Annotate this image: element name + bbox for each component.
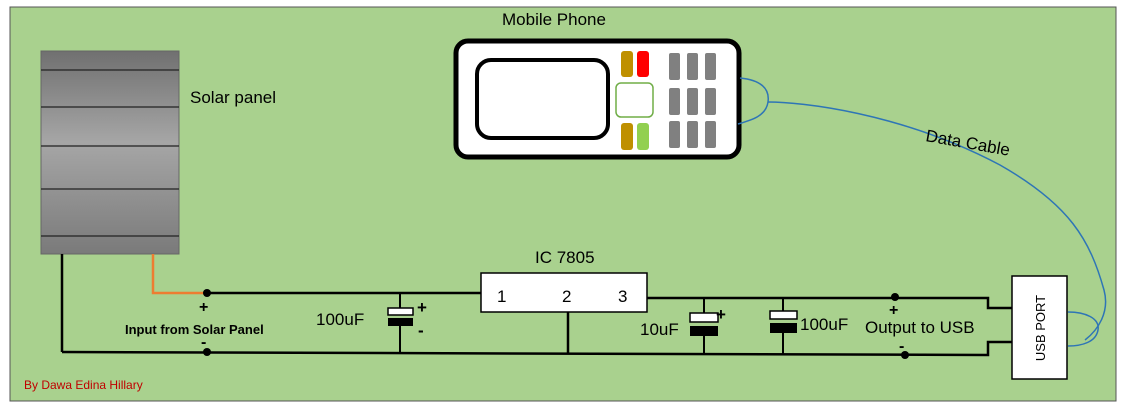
output-plus: +: [889, 302, 898, 319]
input-label: Input from Solar Panel: [125, 322, 264, 337]
output-minus: -: [899, 338, 904, 355]
phone-key: [637, 51, 649, 77]
input-minus: -: [201, 334, 206, 351]
phone-nav-key: [615, 82, 654, 118]
output-label: Output to USB: [865, 318, 975, 337]
usb-port: [1011, 275, 1068, 380]
ic-pin-2: 2: [562, 287, 571, 306]
capacitor-input-minus: -: [418, 321, 424, 340]
phone-keypad: [669, 53, 716, 148]
junction-dot: [203, 348, 211, 356]
junction-dot: [891, 293, 899, 301]
ic-7805: [480, 272, 648, 313]
phone-key: [621, 123, 633, 150]
mobile-phone: [453, 38, 742, 160]
data-cable: [1067, 311, 1099, 347]
positive-rail-output: [647, 296, 1012, 310]
ic-label: IC 7805: [535, 248, 595, 267]
input-plus: +: [199, 299, 208, 316]
ic-pin-3: 3: [618, 287, 627, 306]
junction-dot: [901, 351, 909, 359]
capacitor-input-plus: +: [417, 298, 427, 317]
negative-rail: [61, 340, 1012, 357]
mobile-phone-label: Mobile Phone: [502, 10, 606, 29]
capacitor-output-10uf: [689, 298, 719, 354]
capacitor-output-label: 100uF: [800, 315, 848, 334]
capacitor-10uf-label: 10uF: [640, 320, 679, 339]
phone-key: [621, 51, 633, 77]
capacitor-output-100uf: [769, 298, 798, 354]
junction-dot: [203, 289, 211, 297]
solar-positive-lead: [151, 254, 207, 295]
solar-panel-label: Solar panel: [190, 88, 276, 107]
phone-screen: [475, 58, 610, 140]
capacitor-input-label: 100uF: [316, 310, 364, 329]
data-cable: [767, 101, 1107, 341]
usb-port-label: USB PORT: [1033, 295, 1048, 361]
solar-panel: [40, 50, 180, 255]
ic-pin-1: 1: [497, 287, 506, 306]
phone-key: [637, 123, 649, 150]
capacitor-input-100uf: [387, 293, 414, 353]
capacitor-10uf-plus: +: [716, 305, 726, 324]
author-credit: By Dawa Edina Hillary: [24, 378, 143, 392]
